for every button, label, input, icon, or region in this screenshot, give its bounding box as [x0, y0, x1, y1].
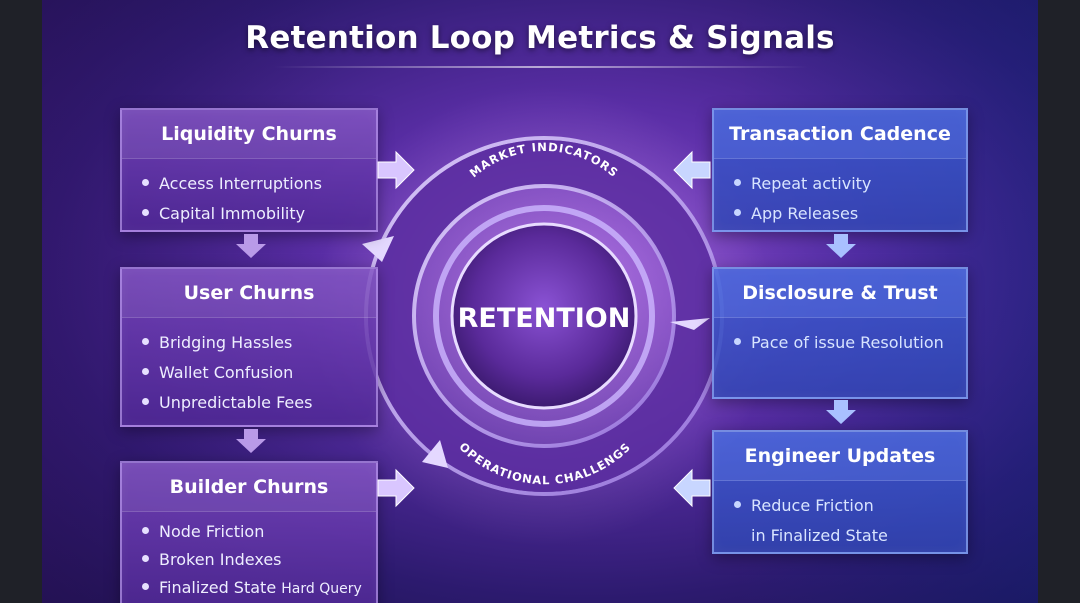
item-suffix: Hard Query [281, 581, 362, 597]
list-item: Finalized State Hard Query [142, 574, 376, 602]
list-item: Access Interruptions [142, 169, 376, 199]
bullet-icon [142, 338, 149, 345]
item-text: Reduce Friction [751, 496, 874, 515]
disclosure-trust-box: Disclosure & Trust Pace of issue Resolut… [712, 267, 968, 399]
bullet-icon [142, 368, 149, 375]
arrow-down-icon [826, 234, 856, 258]
bullet-icon [734, 209, 741, 216]
title-underline [274, 66, 808, 68]
list-item: Node Friction [142, 518, 376, 546]
bullet-icon [734, 179, 741, 186]
center-label: RETENTION [458, 303, 631, 334]
list-item: Unpredictable Fees [142, 388, 376, 418]
infographic-poster: Retention Loop Metrics & Signals [42, 0, 1038, 603]
box-title: Transaction Cadence [714, 110, 966, 159]
box-title: Builder Churns [122, 463, 376, 512]
item-text: Repeat activity [751, 174, 872, 193]
retention-core [450, 222, 638, 410]
bullet-icon [734, 338, 741, 345]
item-text: Unpredictable Fees [159, 393, 313, 412]
arrow-left-icon [673, 468, 711, 508]
list-item: App Releases [734, 199, 966, 229]
list-item: Bridging Hassles [142, 328, 376, 358]
bullet-icon [734, 501, 741, 508]
bullet-icon [142, 179, 149, 186]
list-item: Broken Indexes [142, 546, 376, 574]
item-text: Wallet Confusion [159, 363, 294, 382]
bullet-icon [142, 527, 149, 534]
bullet-icon [142, 398, 149, 405]
builder-churns-box: Builder Churns Node Friction Broken Inde… [120, 461, 378, 603]
item-text: Capital Immobility [159, 204, 306, 223]
box-title: Disclosure & Trust [714, 269, 966, 318]
page-title: Retention Loop Metrics & Signals [245, 20, 835, 56]
arrow-down-icon [236, 234, 266, 258]
outer-band [368, 140, 720, 492]
engineer-updates-box: Engineer Updates Reduce Friction in Fina… [712, 430, 968, 554]
right-margin [1038, 0, 1080, 603]
left-margin [0, 0, 42, 603]
box-title: Liquidity Churns [122, 110, 376, 159]
item-text: Pace of issue Resolution [751, 333, 944, 352]
liquidity-churns-box: Liquidity Churns Access Interruptions Ca… [120, 108, 378, 232]
list-item: Capital Immobility [142, 199, 376, 229]
inner-ring [433, 205, 655, 427]
arrow-right-icon [377, 150, 415, 190]
item-text: Bridging Hassles [159, 333, 293, 352]
user-churns-box: User Churns Bridging Hassles Wallet Conf… [120, 267, 378, 427]
item-text: App Releases [751, 204, 859, 223]
list-item: Wallet Confusion [142, 358, 376, 388]
list-item: Repeat activity [734, 169, 966, 199]
list-item: Reduce Friction [734, 491, 966, 521]
middle-ring [412, 184, 676, 448]
bullet-icon [142, 555, 149, 562]
arrow-down-icon [236, 429, 266, 453]
list-item-continuation: in Finalized State [751, 526, 888, 545]
transaction-cadence-box: Transaction Cadence Repeat activity App … [712, 108, 968, 232]
item-text: Finalized State [159, 578, 277, 597]
arrow-right-icon [377, 468, 415, 508]
item-text: Access Interruptions [159, 174, 322, 193]
arrow-left-icon [673, 150, 711, 190]
retention-loop-diagram: MARKET INDICATORS OPERATIONAL CHALLENGS … [314, 86, 774, 546]
loop-arrowhead-right [670, 318, 710, 330]
arrow-down-icon [826, 400, 856, 424]
list-item: Pace of issue Resolution [734, 328, 966, 358]
bullet-icon [142, 583, 149, 590]
box-title: Engineer Updates [714, 432, 966, 481]
loop-arrowhead-left [362, 236, 394, 262]
item-text: Node Friction [159, 522, 265, 541]
bullet-icon [142, 209, 149, 216]
box-title: User Churns [122, 269, 376, 318]
loop-arrowhead-bottom [422, 440, 448, 468]
item-text: Broken Indexes [159, 550, 282, 569]
